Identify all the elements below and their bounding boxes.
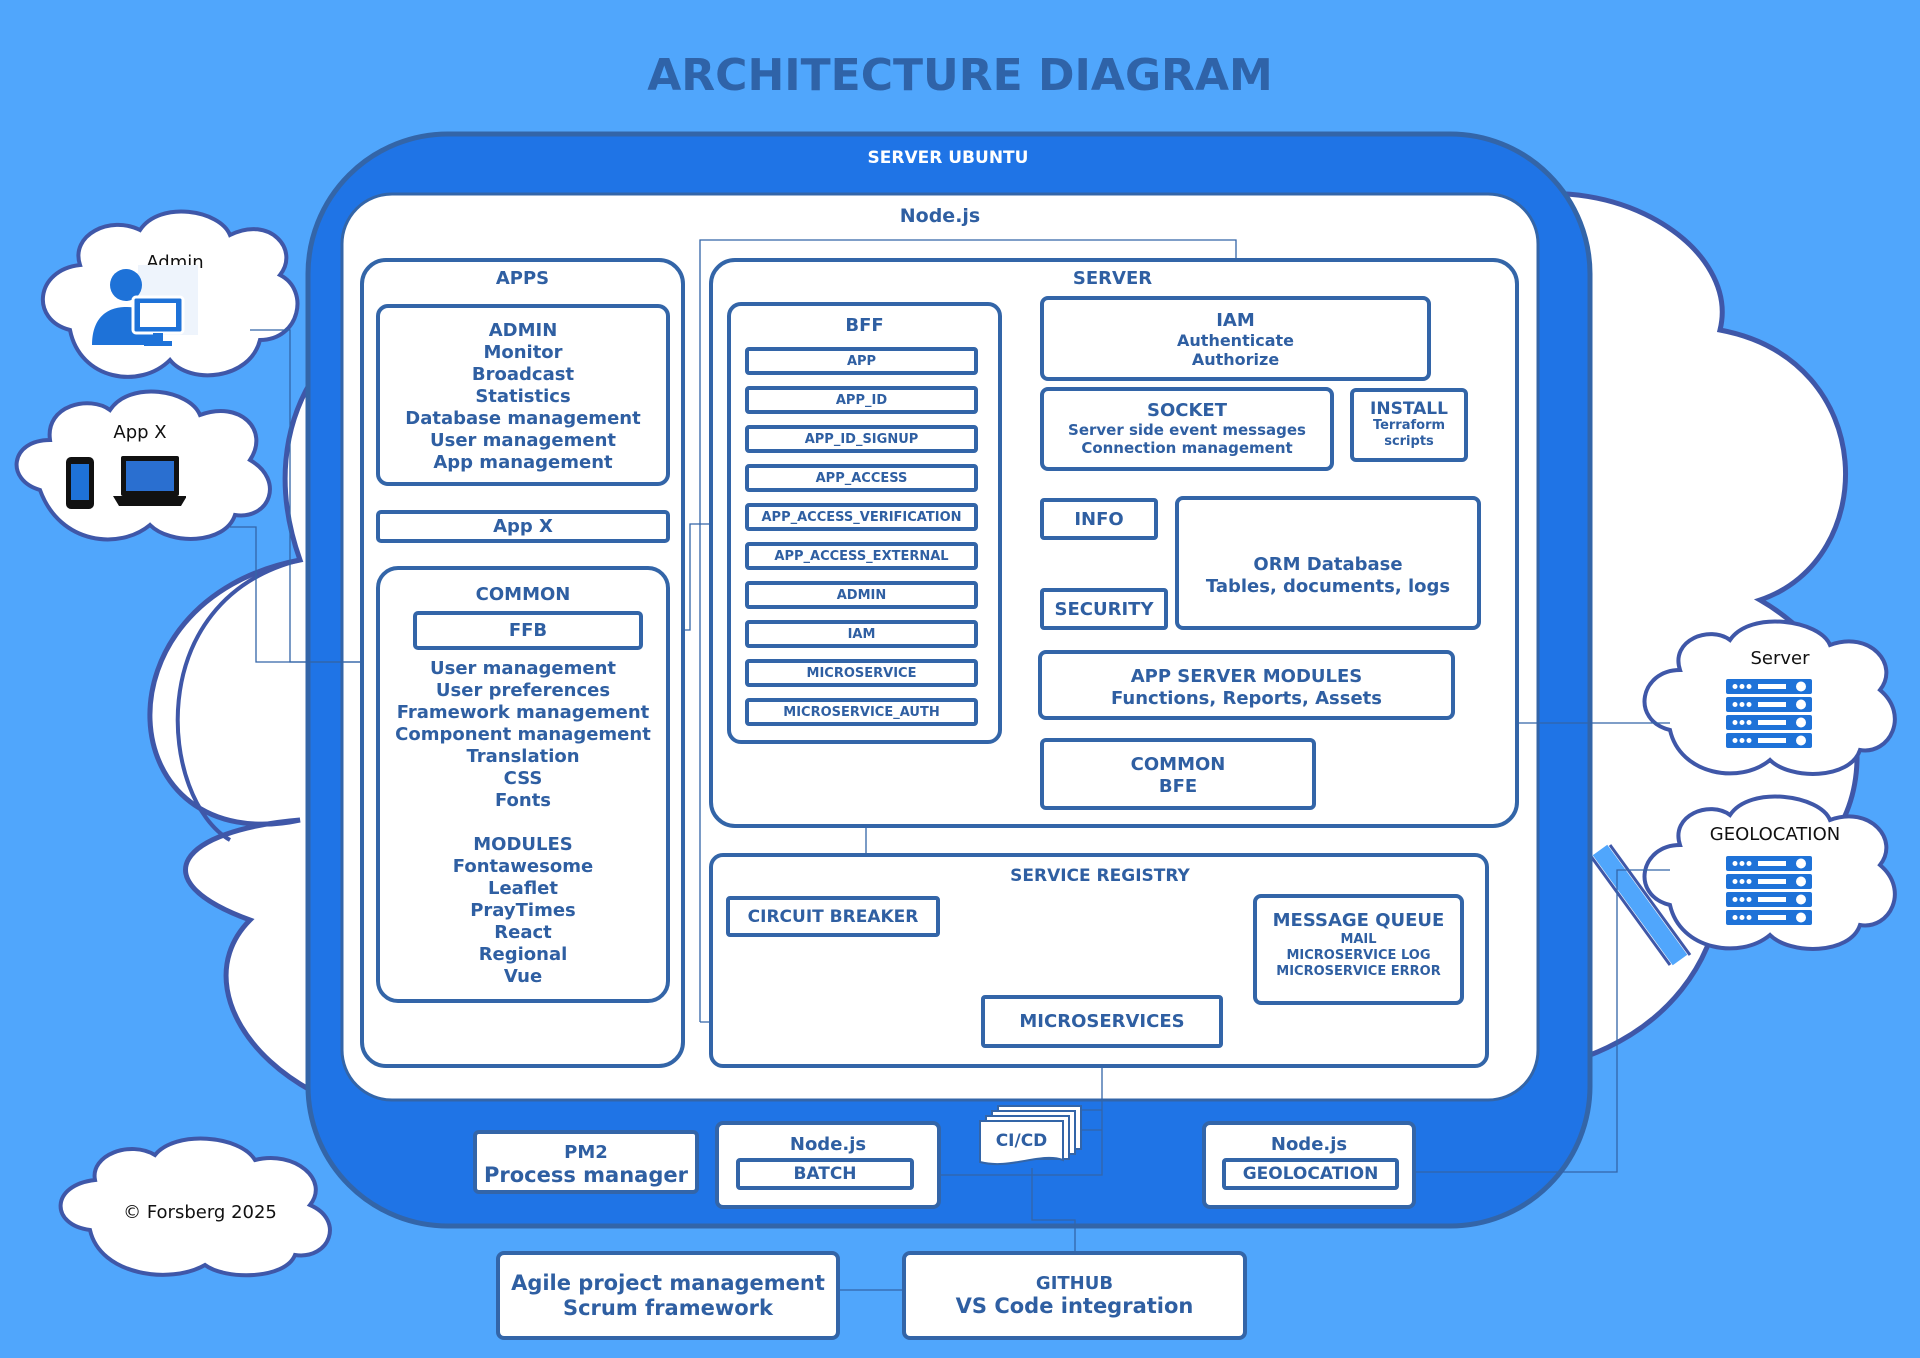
appx-cloud-label: App X [113,422,167,443]
bff-item: IAM [745,620,978,648]
bff-item: APP_ACCESS [745,464,978,492]
server-rack-icon [1726,679,1812,748]
iam-box: IAM Authenticate Authorize [1040,296,1431,381]
security-box: SECURITY [1040,588,1168,630]
copyright-label: © Forsberg 2025 [123,1202,277,1223]
bff-item: APP_ID [745,386,978,414]
cloud-copyright [58,1136,332,1278]
bff-item: MICROSERVICE [745,659,978,687]
info-box: INFO [1040,498,1158,540]
common-bfe-box: COMMON BFE [1040,738,1316,810]
bff-item: MICROSERVICE_AUTH [745,698,978,726]
diagram-title: ARCHITECTURE DIAGRAM [647,50,1273,101]
geolocation-box: GEOLOCATION [1222,1158,1399,1190]
pm2-box: PM2 Process manager [473,1130,699,1194]
server-ubuntu-label: SERVER UBUNTU [867,148,1029,168]
bff-item: ADMIN [745,581,978,609]
admin-app-box: ADMIN Monitor Broadcast Statistics Datab… [376,304,670,486]
app-server-modules-box: APP SERVER MODULES Functions, Reports, A… [1038,650,1455,720]
server-cloud-label: Server [1750,648,1810,669]
geolocation-server-icon [1726,856,1812,925]
server-label: SERVER [1072,268,1153,289]
cicd-label: CI/CD [995,1131,1048,1151]
message-queue-box: MESSAGE QUEUE MAIL MICROSERVICE LOG MICR… [1253,894,1464,1005]
batch-box: BATCH [736,1158,914,1190]
socket-box: SOCKET Server side event messages Connec… [1040,387,1334,471]
geolocation-cloud-label: GEOLOCATION [1709,824,1841,845]
bff-item: APP [745,347,978,375]
orm-box: ORM Database Tables, documents, logs [1175,496,1481,630]
bff-label: BFF [845,315,884,336]
microservices-box: MICROSERVICES [981,995,1223,1048]
devices-icon [66,456,186,509]
service-registry-label: SERVICE REGISTRY [1010,866,1190,886]
bff-item: APP_ACCESS_VERIFICATION [745,503,978,531]
circuit-breaker-box: CIRCUIT BREAKER [726,896,940,937]
nodejs-label: Node.js [899,205,981,227]
agile-box: Agile project management Scrum framework [496,1251,840,1340]
install-box: INSTALL Terraform scripts [1350,388,1468,462]
ffb-box: FFB [413,611,643,650]
admin-user-icon [92,265,198,346]
bff-item: APP_ACCESS_EXTERNAL [745,542,978,570]
apps-label: APPS [495,268,550,289]
github-box: GITHUB VS Code integration [902,1251,1247,1340]
appx-app-box: App X [376,510,670,543]
bff-item: APP_ID_SIGNUP [745,425,978,453]
cloud-geo [1642,794,1897,951]
